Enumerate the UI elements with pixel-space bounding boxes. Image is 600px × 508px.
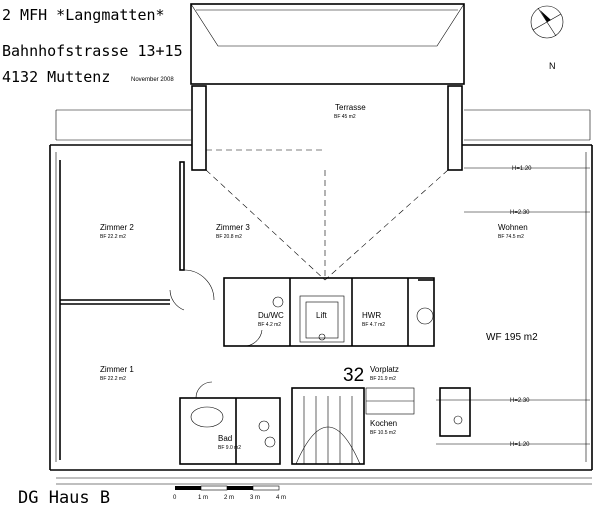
room-zimmer2-name: Zimmer 2 (100, 223, 134, 232)
scale-label-1: 1 m (198, 495, 208, 501)
scale-label-4: 4 m (276, 495, 286, 501)
room-hwr-area: BF 4.7 m2 (362, 322, 385, 328)
room-labels: Terrasse BF 45 m2 Zimmer 2 BF 22.2 m2 Zi… (100, 103, 538, 451)
room-vorplatz-number: 32 (343, 365, 364, 386)
room-zimmer1-name: Zimmer 1 (100, 365, 134, 374)
room-terrasse-area: BF 45 m2 (334, 114, 356, 120)
scale-bar: 0 1 m 2 m 3 m 4 m (173, 485, 286, 501)
accessibility-icon (318, 333, 326, 341)
room-zimmer1-area: BF 22.2 m2 (100, 376, 126, 382)
toilet-icon (264, 436, 276, 448)
header-date: November 2008 (131, 77, 174, 83)
scale-label-2: 2 m (224, 495, 234, 501)
header-line-1: 2 MFH *Langmatten* (2, 6, 165, 24)
room-lift-name: Lift (316, 311, 327, 320)
room-zimmer3-name: Zimmer 3 (216, 223, 250, 232)
height-label-4: H=1.20 (510, 442, 530, 448)
room-terrasse-name: Terrasse (335, 103, 366, 112)
plan-title: DG Haus B (18, 488, 110, 508)
north-label: N (549, 61, 556, 71)
header-line-2: Bahnhofstrasse 13+15 (2, 42, 183, 60)
scale-label-3: 3 m (250, 495, 260, 501)
height-lines: H=1.20 H=2.30 H=2.30 H=1.20 (436, 166, 590, 448)
room-vorplatz-name: Vorplatz (370, 365, 399, 374)
height-label-3: H=2.30 (510, 398, 530, 404)
scale-label-0: 0 (173, 495, 177, 501)
fixtures (190, 296, 463, 448)
outer-walls (49, 3, 593, 485)
height-label-1: H=1.20 (512, 166, 532, 172)
toilet-icon-2 (272, 296, 284, 308)
interior-walls (59, 160, 471, 465)
sink-icon (258, 420, 270, 432)
room-zimmer2-area: BF 22.2 m2 (100, 234, 126, 240)
room-wohnen-name: Wohnen (498, 223, 528, 232)
room-duwc-name: Du/WC (258, 311, 284, 320)
north-arrow-icon: N (530, 5, 564, 71)
wf-total: WF 195 m2 (486, 332, 538, 343)
washing-machine-icon (416, 307, 434, 325)
room-kochen-name: Kochen (370, 419, 397, 428)
kitchen-sink-icon (453, 415, 463, 425)
door-swings (169, 269, 263, 399)
room-bad-area: BF 9.0 m2 (218, 445, 241, 451)
bathtub-icon (190, 406, 224, 428)
height-label-2: H=2.30 (510, 210, 530, 216)
room-hwr-name: HWR (362, 311, 381, 320)
room-zimmer3-area: BF 20.8 m2 (216, 234, 242, 240)
room-kochen-area: BF 10.5 m2 (370, 430, 396, 436)
room-vorplatz-area: BF 21.9 m2 (370, 376, 396, 382)
roof-ridge-lines (205, 149, 449, 281)
room-wohnen-area: BF 74.5 m2 (498, 234, 524, 240)
room-bad-name: Bad (218, 434, 232, 443)
header-line-3: 4132 Muttenz (2, 68, 110, 86)
room-duwc-area: BF 4.2 m2 (258, 322, 281, 328)
